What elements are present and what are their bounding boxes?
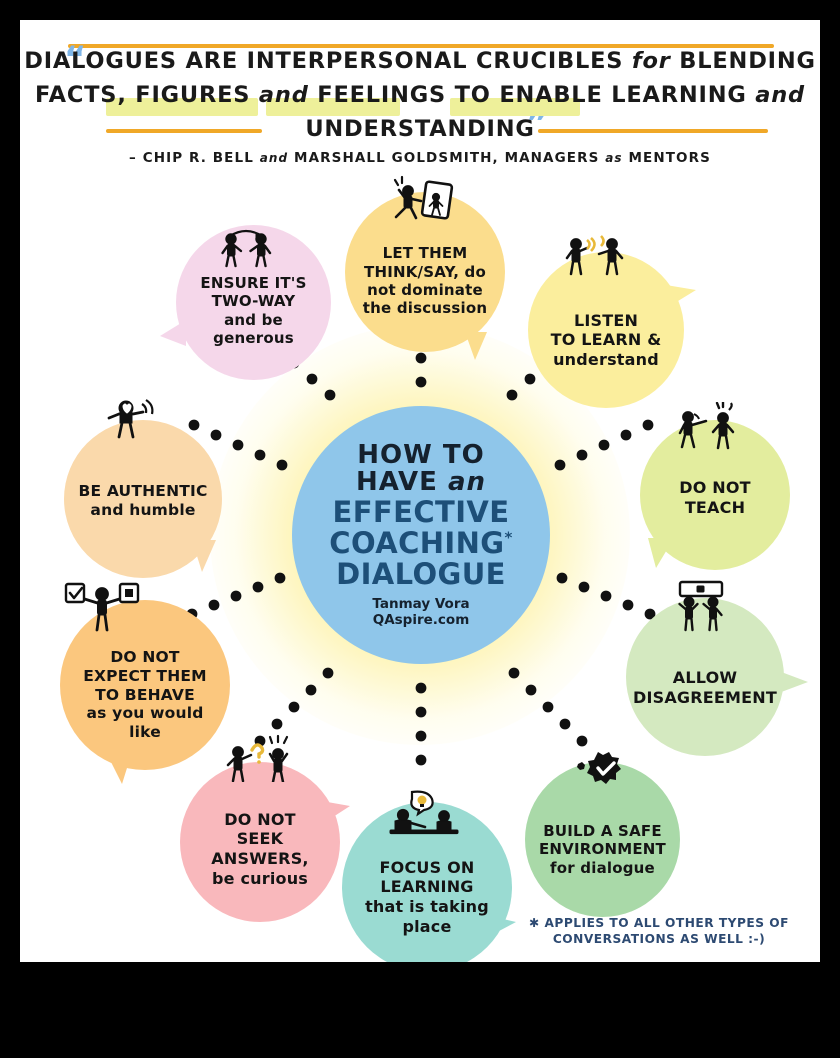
checkmark-badge-icon xyxy=(577,752,621,784)
center-line-2: HAVE an xyxy=(355,466,487,497)
bubble-allow-disagreement-label: ALLOW DISAGREEMENT xyxy=(632,668,777,707)
footnote-applies-to-all: ✱ APPLIES TO ALL OTHER TYPES OF CONVERSA… xyxy=(529,916,789,947)
two-people-sign-icon xyxy=(678,580,724,632)
quote-line-2-and2: and xyxy=(755,82,805,108)
quote-line-2-part-b: FEELINGS TO ENABLE LEARNING xyxy=(308,82,756,108)
bubble-listen-to-learn-label: LISTEN TO LEARN & understand xyxy=(550,310,662,369)
bubble-do-not-teach-label: DO NOT TEACH xyxy=(679,478,751,517)
bubble-do-not-teach[interactable]: DO NOT TEACH xyxy=(640,420,790,570)
bubble-do-not-expect-behave[interactable]: DO NOT EXPECT THEM TO BEHAVE as you woul… xyxy=(60,600,230,784)
two-people-idea-icon xyxy=(389,790,459,835)
person-heart-icon xyxy=(107,399,154,439)
attribution-and: and xyxy=(259,151,289,165)
highlight-figures xyxy=(266,98,400,116)
center-website[interactable]: QAspire.com xyxy=(372,611,470,628)
bubble-do-not-expect-behave-label: DO NOT EXPECT THEM TO BEHAVE as you woul… xyxy=(83,647,207,742)
center-line-5: DIALOGUE xyxy=(336,556,506,591)
infographic-poster: “ ” DIALOGUES ARE INTERPERSONAL CRUCIBLE… xyxy=(20,20,820,962)
quote-line-3: UNDERSTANDING xyxy=(305,116,535,142)
person-checkboxes-icon xyxy=(64,582,140,632)
two-people-listening-icon xyxy=(565,235,624,276)
bubble-ensure-two-way[interactable]: ENSURE IT'S TWO-WAY and be generous xyxy=(160,225,331,380)
header-right-rule xyxy=(538,129,768,133)
quote-line-2: FACTS, FIGURES and FEELINGS TO ENABLE LE… xyxy=(20,82,820,108)
bubble-let-them-think-say-label: LET THEM THINK/SAY, do not dominate the … xyxy=(362,244,488,318)
quote-line-1-part-a: DIALOGUES ARE INTERPERSONAL CRUCIBLES xyxy=(24,48,632,74)
person-presenting-icon xyxy=(393,175,454,220)
bubble-let-them-think-say[interactable]: LET THEM THINK/SAY, do not dominate the … xyxy=(345,192,505,360)
header-top-rule xyxy=(68,44,774,48)
attribution-part-b: MARSHALL GOLDSMITH, MANAGERS xyxy=(288,150,606,166)
center-line-1: HOW TO xyxy=(357,439,485,470)
highlight-feelings xyxy=(450,98,580,116)
attribution-as: as xyxy=(605,151,623,165)
bubble-do-not-seek-answers[interactable]: DO NOT SEEK ANSWERS, be curious xyxy=(180,762,350,922)
radial-diagram: ENSURE IT'S TWO-WAY and be generous LET … xyxy=(20,170,820,962)
attribution-part-a: – CHIP R. BELL xyxy=(129,150,260,166)
quote-line-1: DIALOGUES ARE INTERPERSONAL CRUCIBLES fo… xyxy=(20,48,820,74)
center-line-3: EFFECTIVE xyxy=(332,494,510,529)
center-asterisk: * xyxy=(504,527,513,546)
quote-line-2-and: and xyxy=(258,82,309,108)
bubble-be-authentic[interactable]: BE AUTHENTIC and humble xyxy=(64,420,222,578)
quote-line-2-part-a: FACTS, FIGURES xyxy=(35,82,259,108)
center-author: Tanmay Vora xyxy=(372,595,470,612)
quote-attribution: – CHIP R. BELL and MARSHALL GOLDSMITH, M… xyxy=(20,150,820,166)
quote-line-1-italic: for xyxy=(631,48,671,74)
two-people-exchange-icon xyxy=(221,229,272,268)
highlight-facts xyxy=(106,98,258,116)
header-quote-block: “ ” DIALOGUES ARE INTERPERSONAL CRUCIBLE… xyxy=(20,20,820,170)
open-quote-icon: “ xyxy=(64,39,87,79)
bubble-focus-on-learning-label: FOCUS ON LEARNING that is taking place xyxy=(365,857,489,936)
bubble-build-safe-environment-label: BUILD A SAFE ENVIRONMENT for dialogue xyxy=(538,822,666,877)
person-pointing-icon xyxy=(678,402,735,450)
attribution-part-c: MENTORS xyxy=(622,150,711,166)
center-line-2-have: HAVE xyxy=(355,466,448,497)
center-line-4: COACHING* xyxy=(329,525,513,560)
center-title-circle: HOW TO HAVE an EFFECTIVE COACHING* DIALO… xyxy=(292,406,550,664)
center-line-4-text: COACHING xyxy=(329,525,505,560)
center-line-2-an: an xyxy=(448,466,487,497)
quote-line-1-part-b: BLENDING xyxy=(670,48,816,74)
bubble-focus-on-learning[interactable]: FOCUS ON LEARNING that is taking place xyxy=(342,802,516,962)
bubble-listen-to-learn[interactable]: LISTEN TO LEARN & understand xyxy=(528,252,696,408)
bubble-allow-disagreement[interactable]: ALLOW DISAGREEMENT xyxy=(626,598,808,756)
bubble-build-safe-environment[interactable]: BUILD A SAFE ENVIRONMENT for dialogue xyxy=(525,762,680,917)
bubble-do-not-seek-answers-label: DO NOT SEEK ANSWERS, be curious xyxy=(211,809,309,888)
header-left-rule xyxy=(106,129,262,133)
person-question-icon xyxy=(226,734,289,782)
bubble-ensure-two-way-label: ENSURE IT'S TWO-WAY and be generous xyxy=(200,273,307,347)
bubble-be-authentic-label: BE AUTHENTIC and humble xyxy=(78,482,208,519)
